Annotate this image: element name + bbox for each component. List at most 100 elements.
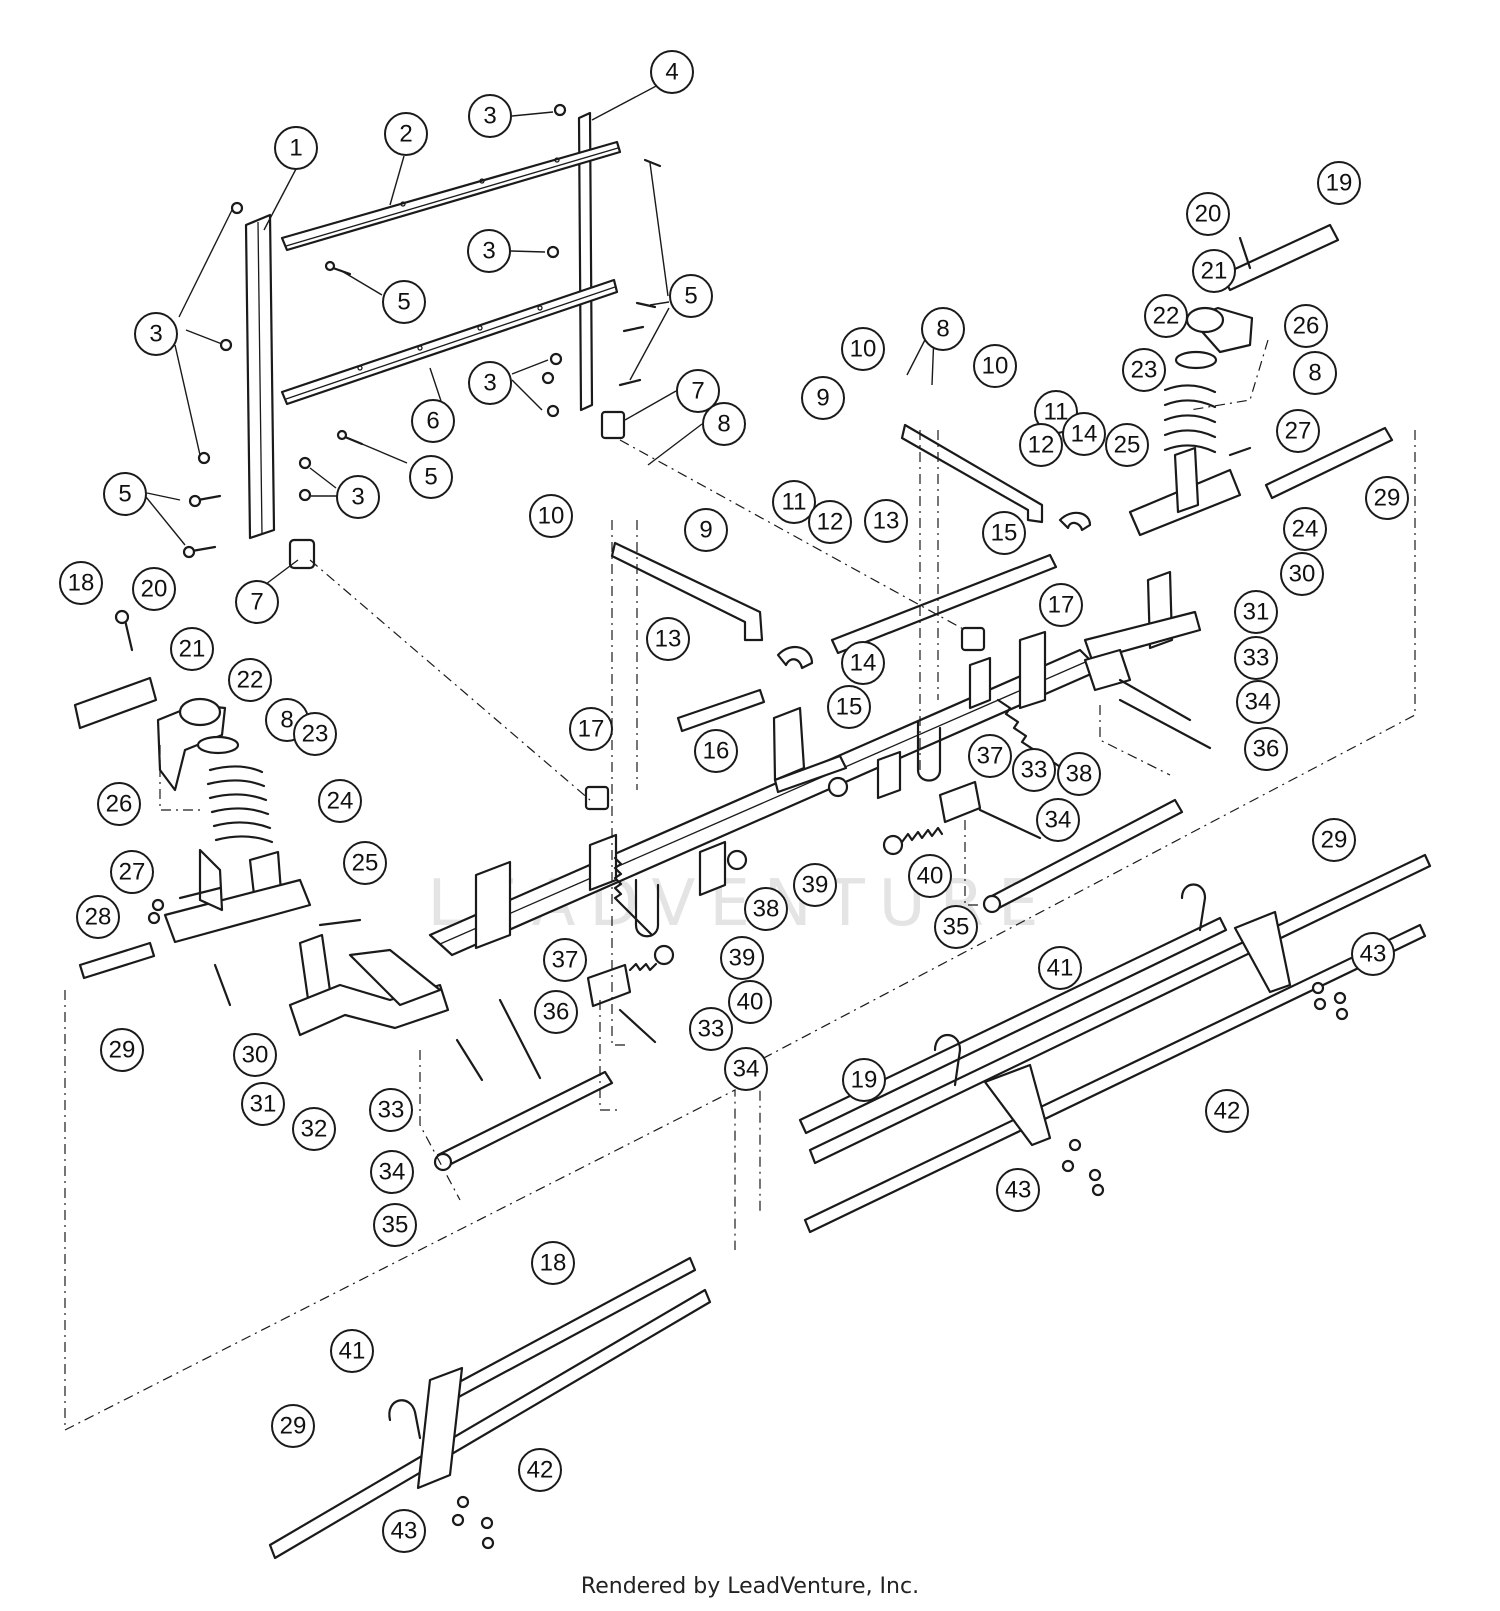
callout-bubble: 25	[1105, 423, 1149, 467]
angle-bracket-9b	[900, 423, 1044, 524]
callout-bubble: 31	[241, 1082, 285, 1126]
callout-bubble: 29	[1312, 818, 1356, 862]
callout-bubble: 3	[336, 475, 380, 519]
bolt-34-left-b	[618, 1008, 657, 1044]
rod-13a	[830, 553, 1058, 655]
svg-text:36: 36	[543, 999, 570, 1026]
callout-bubble: 42	[518, 1448, 562, 1492]
bolt-34-left	[455, 1038, 484, 1082]
svg-text:17: 17	[1048, 592, 1075, 619]
callout-bubble: 41	[330, 1329, 374, 1373]
callout-bubble: 40	[908, 854, 952, 898]
svg-text:23: 23	[302, 721, 329, 748]
callout-bubble: 7	[235, 580, 279, 624]
svg-text:13: 13	[655, 626, 682, 653]
callout-bubble: 33	[369, 1088, 413, 1132]
svg-text:38: 38	[1066, 761, 1093, 788]
bolt-36-right	[1118, 698, 1212, 750]
svg-text:35: 35	[943, 914, 970, 941]
svg-text:29: 29	[280, 1413, 307, 1440]
callout-bubble: 1	[274, 126, 318, 170]
callout-bubble: 30	[1280, 552, 1324, 596]
svg-text:23: 23	[1131, 357, 1158, 384]
svg-text:39: 39	[802, 872, 829, 899]
u-bolt-37b	[916, 720, 942, 782]
svg-text:27: 27	[119, 859, 146, 886]
svg-text:42: 42	[527, 1457, 554, 1484]
callout-bubble: 33	[1012, 748, 1056, 792]
svg-text:26: 26	[1293, 313, 1320, 340]
callout-bubble: 34	[724, 1047, 768, 1091]
callout-bubble: 29	[271, 1404, 315, 1448]
frame-fasteners	[182, 103, 662, 559]
svg-text:14: 14	[1071, 421, 1098, 448]
callout-bubble: 34	[1236, 680, 1280, 724]
svg-text:24: 24	[327, 788, 354, 815]
svg-text:10: 10	[538, 503, 565, 530]
spindle-bracket-31-right	[1083, 570, 1202, 692]
svg-text:31: 31	[250, 1091, 277, 1118]
svg-text:11: 11	[782, 489, 807, 516]
callout-bubble: 4	[650, 50, 694, 94]
svg-text:19: 19	[1326, 170, 1353, 197]
svg-text:29: 29	[109, 1037, 136, 1064]
block-17b	[960, 626, 986, 652]
svg-text:37: 37	[977, 743, 1004, 770]
callout-bubble: 22	[228, 658, 272, 702]
callout-bubble: 3	[134, 312, 178, 356]
callout-bubble: 16	[694, 729, 738, 773]
svg-text:22: 22	[237, 667, 264, 694]
callout-bubble: 21	[170, 627, 214, 671]
callout-bubble: 23	[1122, 348, 1166, 392]
callout-bubble: 8	[921, 307, 965, 351]
callout-bubble: 26	[1284, 304, 1328, 348]
svg-text:9: 9	[816, 385, 829, 412]
callout-bubble: 30	[233, 1033, 277, 1077]
svg-text:7: 7	[691, 378, 704, 405]
svg-text:14: 14	[850, 650, 877, 677]
callout-bubble: 7	[676, 369, 720, 413]
callout-bubble: 39	[793, 863, 837, 907]
svg-text:36: 36	[1253, 736, 1280, 763]
callout-bubble: 35	[373, 1203, 417, 1247]
callout-bubble: 19	[1317, 161, 1361, 205]
callout-bubble: 15	[982, 511, 1026, 555]
callout-bubble: 11	[772, 480, 816, 524]
svg-text:5: 5	[684, 283, 697, 310]
callout-bubble: 6	[411, 399, 455, 443]
callout-bubble: 19	[842, 1058, 886, 1102]
angle-bracket-9a	[610, 541, 764, 642]
spring-38b	[996, 698, 1064, 770]
svg-text:41: 41	[1047, 955, 1074, 982]
svg-text:17: 17	[578, 716, 605, 743]
callout-bubble: 12	[1019, 423, 1063, 467]
callout-bubble: 34	[1036, 798, 1080, 842]
tie-rod-35-right	[986, 798, 1184, 912]
svg-text:10: 10	[850, 336, 877, 363]
svg-text:33: 33	[1243, 645, 1270, 672]
svg-text:37: 37	[552, 947, 579, 974]
callout-bubble: 3	[468, 94, 512, 138]
callout-bubble: 26	[97, 782, 141, 826]
callout-bubble: 33	[689, 1007, 733, 1051]
bolt-34-right	[1118, 678, 1192, 722]
callout-bubble: 41	[1038, 946, 1082, 990]
callout-bubble: 33	[1234, 636, 1278, 680]
svg-text:43: 43	[1360, 941, 1387, 968]
callout-bubble: 23	[293, 712, 337, 756]
clamp-14b	[1058, 511, 1092, 532]
adjuster-39-40	[586, 776, 982, 1008]
callout-bubble: 28	[76, 895, 120, 939]
tube-29-right	[1264, 426, 1394, 500]
svg-text:11: 11	[1044, 399, 1069, 426]
callout-bubble: 8	[1293, 351, 1337, 395]
svg-text:34: 34	[1045, 807, 1072, 834]
svg-text:29: 29	[1374, 485, 1401, 512]
svg-text:3: 3	[351, 484, 364, 511]
callout-bubble: 5	[409, 455, 453, 499]
callout-bubble: 43	[996, 1168, 1040, 1212]
svg-text:4: 4	[665, 59, 678, 86]
svg-text:30: 30	[1289, 561, 1316, 588]
svg-text:8: 8	[936, 316, 949, 343]
